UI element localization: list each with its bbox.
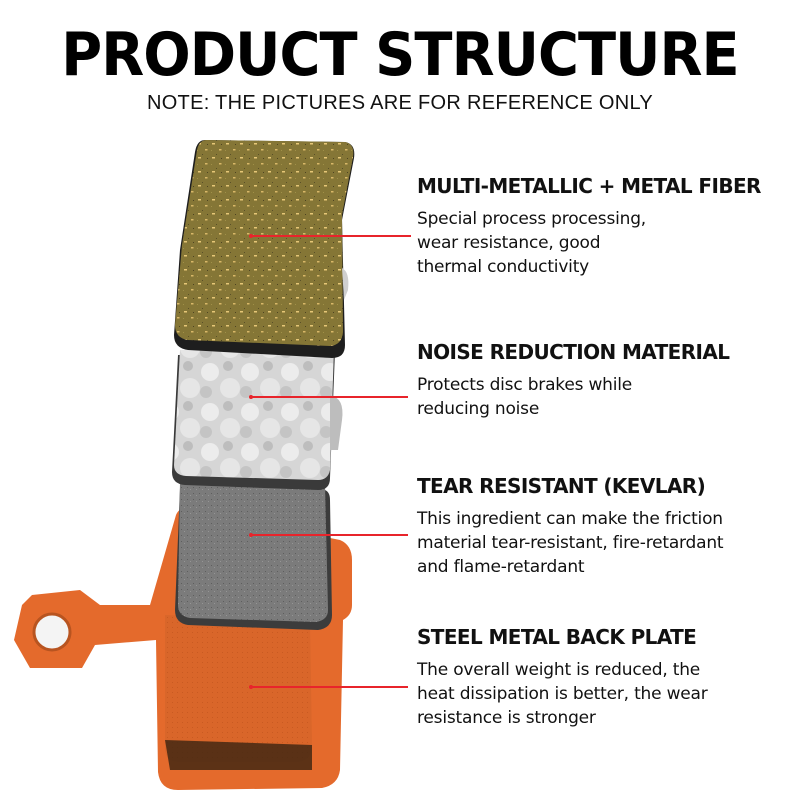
feature-heading: NOISE REDUCTION MATERIAL bbox=[417, 340, 730, 364]
description-line: resistance is stronger bbox=[417, 708, 596, 728]
noise-reduction-layer bbox=[172, 348, 343, 490]
description-line: reducing noise bbox=[417, 399, 540, 419]
friction-layer bbox=[174, 140, 355, 358]
brake-pad-exploded-illustration bbox=[14, 140, 355, 790]
feature-description: Special process processing, wear resista… bbox=[417, 207, 797, 279]
description-line: material tear-resistant, fire-retardant bbox=[417, 533, 724, 553]
feature-friction-material: MULTI-METALLIC + METAL FIBER Special pro… bbox=[417, 173, 797, 279]
feature-description: Protects disc brakes while reducing nois… bbox=[417, 373, 797, 421]
feature-heading: MULTI-METALLIC + METAL FIBER bbox=[417, 174, 761, 198]
description-line: thermal conductivity bbox=[417, 257, 590, 277]
kevlar-layer bbox=[175, 482, 332, 630]
reference-note: NOTE: THE PICTURES ARE FOR REFERENCE ONL… bbox=[146, 92, 654, 114]
description-line: wear resistance, good bbox=[417, 233, 601, 253]
feature-heading: TEAR RESISTANT (KEVLAR) bbox=[417, 474, 706, 498]
description-line: Special process processing, bbox=[417, 209, 647, 229]
description-line: The overall weight is reduced, the bbox=[417, 660, 701, 680]
description-line: Protects disc brakes while bbox=[417, 375, 633, 395]
leader-line-friction bbox=[251, 235, 411, 237]
feature-description: This ingredient can make the friction ma… bbox=[417, 507, 797, 579]
feature-noise-reduction: NOISE REDUCTION MATERIAL Protects disc b… bbox=[417, 339, 797, 421]
description-line: heat dissipation is better, the wear bbox=[417, 684, 708, 704]
feature-back-plate: STEEL METAL BACK PLATE The overall weigh… bbox=[417, 624, 797, 730]
leader-line-noise bbox=[251, 396, 408, 398]
feature-description: The overall weight is reduced, the heat … bbox=[417, 658, 797, 730]
leader-line-kevlar bbox=[251, 534, 408, 536]
leader-line-back-plate bbox=[251, 686, 408, 688]
page-title: PRODUCT STRUCTURE bbox=[61, 20, 739, 90]
description-line: and flame-retardant bbox=[417, 557, 585, 577]
feature-tear-resistant: TEAR RESISTANT (KEVLAR) This ingredient … bbox=[417, 473, 797, 579]
feature-heading: STEEL METAL BACK PLATE bbox=[417, 625, 697, 649]
description-line: This ingredient can make the friction bbox=[417, 509, 723, 529]
